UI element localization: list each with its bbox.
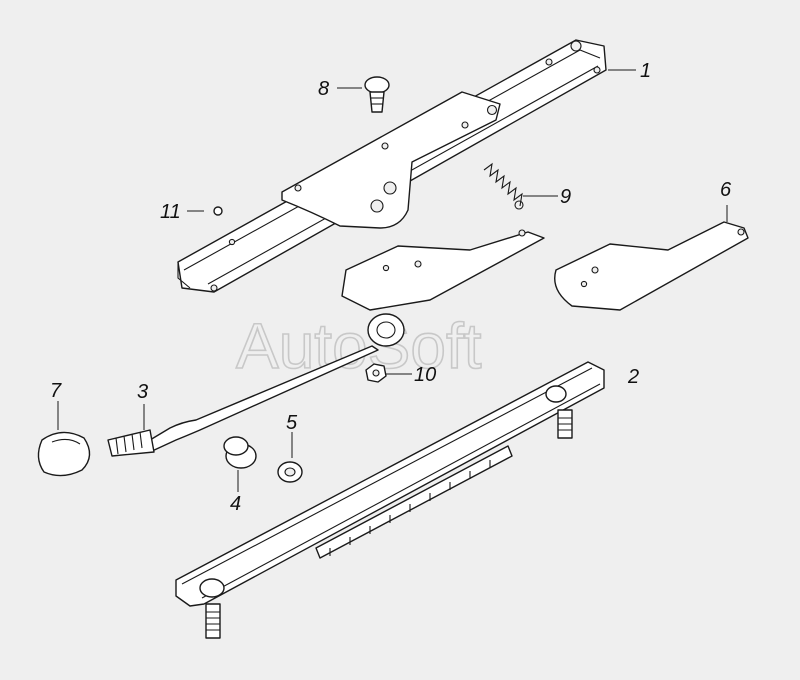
callout-11: 11 [160, 201, 181, 223]
callout-9: 9 [560, 186, 571, 208]
callout-4: 4 [230, 493, 241, 515]
handle-rod [107, 345, 379, 457]
lower-rail-bolts [205, 409, 573, 639]
callout-8: 8 [318, 78, 329, 100]
callout-2: 2 [627, 366, 639, 388]
left-lever-plate [341, 229, 545, 311]
right-lever-plate [554, 221, 749, 311]
callout-3: 3 [137, 381, 148, 403]
callout-6: 6 [720, 179, 732, 201]
pivot-assembly [367, 313, 405, 347]
screw-part [364, 76, 390, 113]
callout-5: 5 [286, 412, 298, 434]
washer-part [277, 461, 303, 483]
bushing-part [223, 436, 257, 469]
callout-1: 1 [640, 60, 651, 82]
callout-7: 7 [50, 380, 62, 402]
knob-part [37, 431, 91, 477]
lower-rail [175, 361, 605, 607]
callout-10: 10 [414, 364, 436, 386]
spring-part [483, 162, 524, 210]
nut-part [365, 363, 387, 383]
upper-mounting-plate [281, 91, 501, 229]
leader-lines [57, 69, 728, 492]
ball-part [213, 206, 223, 216]
watermark: AutoSoft [236, 310, 482, 382]
